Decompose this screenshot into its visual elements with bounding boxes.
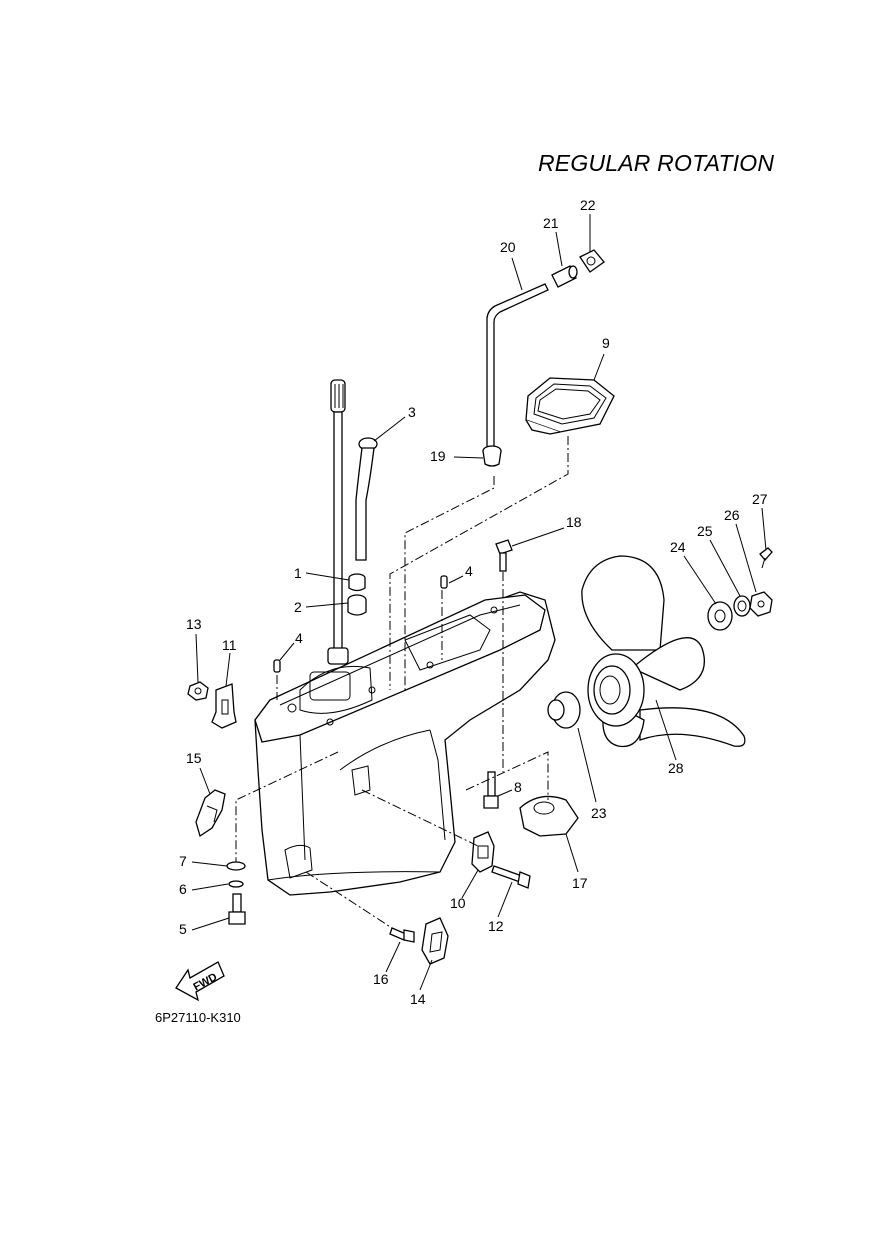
callout-14: 14	[410, 991, 426, 1007]
callout-12: 12	[488, 918, 504, 934]
diagram-title: REGULAR ROTATION	[538, 150, 775, 176]
seal-part-19	[482, 445, 502, 467]
trim-tab-part-17	[519, 795, 579, 837]
callout-2: 2	[294, 599, 302, 615]
callout-10: 10	[450, 895, 466, 911]
callout-4a: 4	[465, 563, 473, 579]
anode-part-10	[471, 831, 495, 873]
fwd-arrow-icon: FWD	[175, 961, 225, 1002]
callout-23: 23	[591, 805, 607, 821]
water-pipe-part-20	[486, 283, 549, 456]
nut-part-13	[187, 681, 209, 701]
assembly-lines	[235, 436, 569, 929]
bolt-part-8	[483, 771, 499, 809]
leader-lines	[191, 214, 767, 991]
dowel-pin-part-4b	[273, 659, 281, 673]
bolt-part-5	[228, 893, 246, 925]
drive-shaft	[327, 379, 349, 665]
callout-21: 21	[543, 215, 559, 231]
propeller-part-28	[581, 555, 746, 748]
washer-part-7	[226, 861, 246, 871]
callout-4b: 4	[295, 630, 303, 646]
anode-part-14	[421, 917, 449, 965]
cotter-pin-part-27	[759, 547, 773, 569]
thrust-washer-part-23	[547, 691, 581, 729]
callout-20: 20	[500, 239, 516, 255]
spacer-part-24	[707, 601, 733, 631]
callout-5: 5	[179, 921, 187, 937]
water-tube-part-3	[355, 437, 378, 561]
callout-3: 3	[408, 404, 416, 420]
gasket-part-9	[525, 377, 615, 435]
grommet-part-21	[551, 265, 578, 288]
grommet-part-2	[347, 594, 367, 616]
dowel-pin-part-4a	[440, 575, 448, 589]
trim-tab-part-15	[195, 789, 226, 838]
callout-11: 11	[222, 637, 237, 653]
callout-26: 26	[724, 507, 740, 523]
clip-part-22	[579, 249, 605, 273]
bolt-part-12	[491, 865, 531, 889]
callout-15: 15	[186, 750, 202, 766]
callout-7: 7	[179, 853, 187, 869]
washer-part-6	[228, 880, 244, 888]
diagram-code: 6P27110-K310	[155, 1010, 241, 1025]
callout-24: 24	[670, 539, 686, 555]
callout-18: 18	[566, 514, 582, 530]
callout-labels: 1 2 3 4 4 5 6 7 8 9 10 11 12 13 14 15 16…	[179, 197, 768, 1007]
callout-17: 17	[572, 875, 588, 891]
bushing-part-1	[348, 573, 366, 592]
callout-13: 13	[186, 616, 202, 632]
bracket-part-11	[211, 683, 237, 729]
callout-28: 28	[668, 760, 684, 776]
callout-1: 1	[294, 565, 302, 581]
lower-case-housing	[254, 591, 556, 896]
callout-25: 25	[697, 523, 713, 539]
washer-part-25	[733, 595, 751, 617]
callout-19: 19	[430, 448, 446, 464]
callout-16: 16	[373, 971, 389, 987]
callout-8: 8	[514, 779, 522, 795]
callout-6: 6	[179, 881, 187, 897]
callout-27: 27	[752, 491, 768, 507]
nut-part-26	[749, 591, 773, 617]
bolt-part-16	[389, 927, 415, 943]
callout-22: 22	[580, 197, 596, 213]
callout-9: 9	[602, 335, 610, 351]
bolt-part-18	[495, 539, 513, 572]
